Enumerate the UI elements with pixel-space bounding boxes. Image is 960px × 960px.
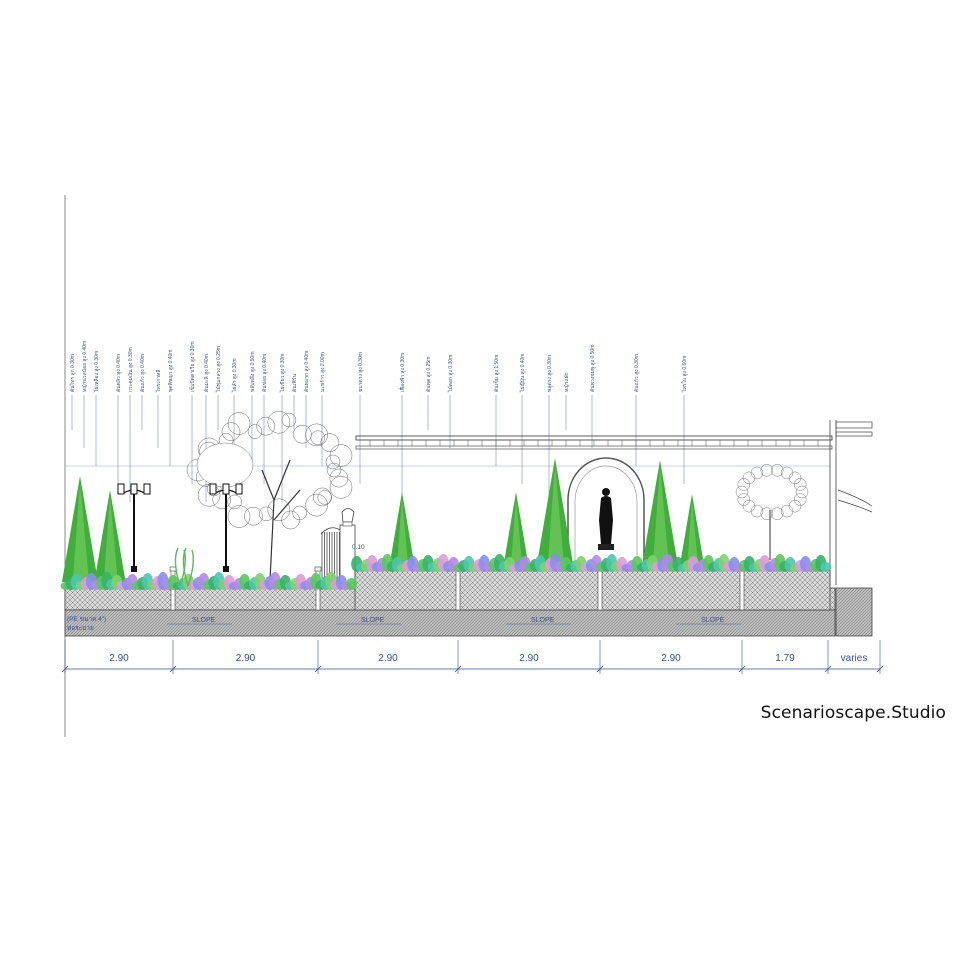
pergola [355,435,833,450]
plant-callout-17: ต้นหมาก สูง 0.40m [303,351,310,392]
conifer-tree-1 [61,476,99,582]
slope-label-4: SLOPE [701,617,725,624]
pipe-note: (PE ขนาด 4") [67,616,106,623]
plant-callout-12: ไผ่ลำ สูง 0.30m [231,359,238,393]
dimension-labels: 2.90 2.90 2.90 2.90 2.90 1.79 varies [109,653,867,664]
shrub-layer [60,547,832,590]
slope-label-3: SLOPE [531,617,555,624]
small-tree-right [735,464,809,560]
plant-callout-19: ชบาด่าง สูง 0.30m [358,352,364,392]
lamp-post-2 [209,483,243,572]
plant-callout-23: ต้นเข็ม สูง 1.50m [492,355,500,392]
studio-watermark: Scenarioscape.Studio [760,703,946,723]
lamp-post-1 [117,483,151,572]
post-note: 0.10 [352,544,365,551]
conifer-tree-6 [641,460,679,566]
plant-callout-15: ไผ่เขียว สูง 0.30m [279,354,286,393]
lamp-posts [117,483,243,572]
conifer-tree-5 [536,458,574,566]
plant-callout-21: ต้นพุด สูง 0.25m [425,357,432,392]
conifer-tree-7 [679,494,705,566]
slope-label-2: SLOPE [361,617,385,624]
statue [598,488,614,550]
plant-callout-29: ไทรใบ สูง 0.60m [681,356,688,393]
plant-callout-14: ต้นข่อย สูง 0.40m [261,354,268,392]
dimension-label-7: varies [841,653,868,664]
plant-callout-26: หญ้าแฝก [563,372,570,392]
plant-callout-6: ต้นแก้ว สูง 0.40m [139,354,146,392]
plant-callout-8: พุดพิชญา สูง 0.40m [167,350,174,392]
plant-callout-18: มะพร้าว สูง 2.00m [319,352,326,392]
conifer-tree-2 [94,490,126,582]
dimension-label-2: 2.90 [236,653,256,664]
plant-callout-24: ไผ่ญี่ปุ่น สูง 0.40m [519,354,526,393]
plant-callout-10: ต้นมะลิ สูง 0.40m [203,354,210,392]
plant-callout-7: ไทรเกาหลี [155,370,162,393]
plant-callout-13: พลับพลึง สูง 0.50m [249,351,256,392]
building-edge [829,420,873,585]
dimension-label-5: 2.90 [661,653,681,664]
dimension-label-6: 1.79 [775,653,795,664]
plant-callout-11: ไม้พุ่มกลาง สูง 0.25m [215,346,222,393]
plant-callout-1: ต้นไทร ลูก 0.30m [69,354,76,392]
dimension-label-1: 2.90 [109,653,129,664]
planter-boxes [64,566,873,637]
slope-labels: SLOPE SLOPE SLOPE SLOPE [167,617,741,625]
plant-callout-28: ต้นแก้ว สูง 0.30m [633,354,640,392]
plant-callout-5: กระดุมเงิน สูง 0.30m [127,347,134,392]
plant-callout-2: หญ้านวลน้อย สูง 0.40m [81,341,88,392]
plant-callout-4: ต้นหลิว สูง 0.40m [115,354,122,392]
plant-callout-3: ไผ่เหลือง สูง 0.30m [93,351,100,393]
dimension-label-4: 2.90 [519,653,539,664]
conifer-trees [61,458,705,582]
slope-label-1: SLOPE [192,617,216,624]
pipe-note-sub: ท่อระบาย [67,625,94,632]
plant-callout-9: เข็มปัตตาเวีย สูง 0.30m [188,341,196,392]
dimension-line [61,640,884,674]
conifer-tree-3 [389,492,415,566]
plant-callouts: ต้นไทร ลูก 0.30m หญ้านวลน้อย สูง 0.40m ไผ่… [69,341,688,502]
dimension-label-3: 2.90 [378,653,398,664]
gate [320,508,356,584]
conifer-tree-4 [503,492,529,566]
plant-callout-25: พลูด่าง สูง 0.30m [547,355,553,392]
plant-callout-20: เฟื่องฟ้า สูง 0.30m [399,353,406,392]
plant-callout-22: ไม้ดอก สูง 0.30m [447,355,454,393]
plant-callout-27: ต้นพวงชมพู สูง 0.50m [589,345,596,392]
plant-callout-16: ต้นเฟิร์น [291,373,298,392]
